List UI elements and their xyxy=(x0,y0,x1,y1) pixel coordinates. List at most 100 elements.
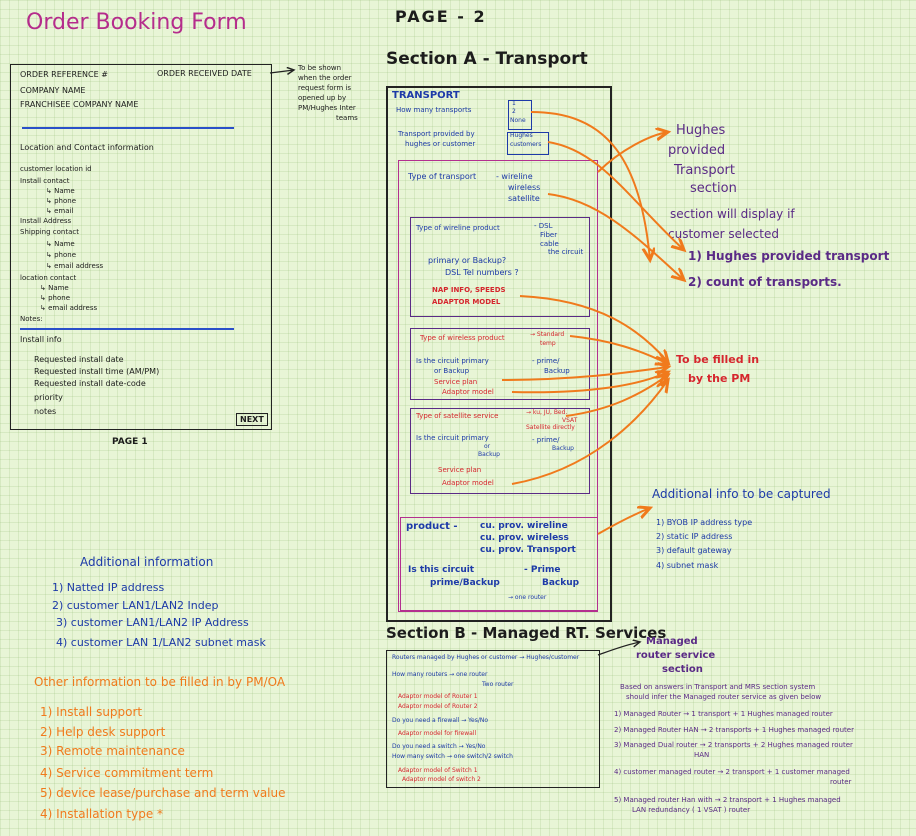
wireless-primary-ans: - prime/ xyxy=(532,357,560,365)
router-rule: 1) Managed Router → 1 transport + 1 Hugh… xyxy=(614,710,833,718)
provided-by-label: hughes or customer xyxy=(405,140,476,148)
additional-info-item: 1) Natted IP address xyxy=(52,581,165,594)
wireline-nap: NAP INFO, SPEEDS xyxy=(432,286,506,294)
other-info-item: 1) Install support xyxy=(40,705,143,719)
install-item: Requested install time (AM/PM) xyxy=(34,367,160,376)
managed-item: Adaptor model of switch 2 xyxy=(402,776,481,783)
wireline-adaptor: ADAPTOR MODEL xyxy=(432,298,501,306)
wireline-option: - DSL xyxy=(534,222,553,230)
additional-item: 1) BYOB IP address type xyxy=(656,518,753,527)
other-info-item: 4) Installation type * xyxy=(40,807,164,821)
router-rule: LAN redundancy ( 1 VSAT ) router xyxy=(632,806,751,814)
location-item: ↳ email address xyxy=(46,262,104,270)
display-list-item: 2) count of transports. xyxy=(688,275,842,289)
managed-section-note: section xyxy=(662,664,703,675)
pm-fill-note: To be filled in xyxy=(676,353,760,366)
wireless-option: → Standard xyxy=(530,331,565,338)
additional-info-item: 2) customer LAN1/LAN2 Indep xyxy=(52,599,219,612)
satellite-plan: Service plan xyxy=(438,466,482,474)
hughes-transport-note: section xyxy=(690,181,737,196)
section-a-title: Section A - Transport xyxy=(386,49,588,69)
additional-item: 4) subnet mask xyxy=(656,561,719,570)
divider xyxy=(22,127,234,129)
location-item: ↳ phone xyxy=(46,197,76,205)
hughes-transport-note: Hughes xyxy=(676,123,726,138)
managed-item: Do you need a firewall → Yes/No xyxy=(392,717,489,724)
arrow xyxy=(597,642,640,656)
based-on-note: should infer the Managed router service … xyxy=(626,693,822,701)
location-item: location contact xyxy=(20,274,77,282)
section-b-title: Section B - Managed RT. Services xyxy=(386,624,667,642)
company-name-label: COMPANY NAME xyxy=(20,86,86,95)
satellite-primary-ans: Backup xyxy=(552,445,574,452)
managed-item: How many switch → one switch/2 switch xyxy=(392,753,513,760)
other-info-item: 2) Help desk support xyxy=(40,725,166,739)
product-line: cu. prov. Transport xyxy=(480,545,576,555)
router-rule: 5) Managed router Han with → 2 transport… xyxy=(614,796,841,804)
additional-item: 3) default gateway xyxy=(656,546,732,555)
wireline-option: cable xyxy=(540,240,559,248)
order-received-date-label: ORDER RECEIVED DATE xyxy=(157,69,252,78)
additional-info-item: 4) customer LAN 1/LAN2 subnet mask xyxy=(56,636,266,649)
wireless-primary-q: or Backup xyxy=(434,367,470,375)
managed-item: Routers managed by Hughes or customer → … xyxy=(392,654,580,661)
managed-item: Adaptor model of Router 1 xyxy=(398,693,478,700)
other-info-item: 5) device lease/purchase and term value xyxy=(40,786,286,800)
wireless-adaptor: Adaptor model xyxy=(442,388,494,396)
based-on-note: Based on answers in Transport and MRS se… xyxy=(620,683,816,691)
how-many-option[interactable]: 2 xyxy=(512,108,516,115)
wireless-label: Type of wireless product xyxy=(420,334,505,342)
satellite-label: Type of satellite service xyxy=(416,412,499,420)
product-box xyxy=(400,517,598,611)
annotation-line: PM/Hughes Inter xyxy=(298,104,356,112)
wireless-primary-ans: Backup xyxy=(544,367,570,375)
install-item: priority xyxy=(34,393,63,402)
other-info-heading: Other information to be filled in by PM/… xyxy=(34,675,286,689)
router-rule: 4) customer managed router → 2 transport… xyxy=(614,768,850,776)
location-item: Notes: xyxy=(20,315,43,323)
location-item: ↳ email xyxy=(46,207,74,215)
product-label: product - xyxy=(406,521,458,532)
managed-item: Adaptor model of Switch 1 xyxy=(398,767,478,774)
display-list-item: 1) Hughes provided transport xyxy=(688,249,890,263)
circuit-answer: - Prime xyxy=(524,565,561,575)
franchisee-name-label: FRANCHISEE COMPANY NAME xyxy=(20,100,139,109)
product-line: cu. prov. wireless xyxy=(480,533,569,543)
how-many-option[interactable]: 1 xyxy=(512,100,516,107)
transport-type-option: wireless xyxy=(508,183,541,192)
provided-option[interactable]: Hughes xyxy=(510,132,533,139)
managed-item: Adaptor model for firewall xyxy=(398,730,477,737)
additional-info-heading: Additional information xyxy=(80,555,214,569)
next-button[interactable]: NEXT xyxy=(236,413,268,427)
hughes-transport-note: provided xyxy=(668,143,726,158)
location-item: ↳ phone xyxy=(40,294,70,302)
wireless-plan: Service plan xyxy=(434,378,478,386)
annotation-line: teams xyxy=(336,114,358,122)
location-item: ↳ Name xyxy=(40,284,69,292)
other-info-item: 3) Remote maintenance xyxy=(40,744,185,758)
how-many-transports: How many transports xyxy=(396,106,472,114)
managed-section-note: Managed xyxy=(646,636,698,647)
additional-item: 2) static IP address xyxy=(656,532,733,541)
managed-item: How many routers → one router xyxy=(392,671,488,678)
annotation-line: request form is xyxy=(298,84,351,92)
display-if-note: section will display if xyxy=(670,207,795,221)
annotation-line: opened up by xyxy=(298,94,347,102)
other-info-item: 4) Service commitment term xyxy=(40,766,214,780)
how-many-option[interactable]: None xyxy=(510,117,526,124)
location-item: ↳ Name xyxy=(46,240,75,248)
managed-section-note: router service xyxy=(636,650,716,661)
wireless-primary-q: Is the circuit primary xyxy=(416,357,489,365)
circuit-question: prime/Backup xyxy=(430,578,500,588)
provided-by-label: Transport provided by xyxy=(398,130,475,138)
page1-form xyxy=(10,64,272,430)
provided-option[interactable]: customers xyxy=(510,141,542,148)
transport-type-option: satellite xyxy=(508,194,540,203)
hughes-transport-note: Transport xyxy=(674,163,736,178)
wireless-option: temp xyxy=(540,340,556,347)
pm-fill-note: by the PM xyxy=(688,372,751,385)
page-title: Order Booking Form xyxy=(26,10,247,35)
router-rule: 3) Managed Dual router → 2 transports + … xyxy=(614,741,853,749)
router-rule: 2) Managed Router HAN → 2 transports + 1… xyxy=(614,726,854,734)
managed-item: Two router xyxy=(482,681,514,688)
